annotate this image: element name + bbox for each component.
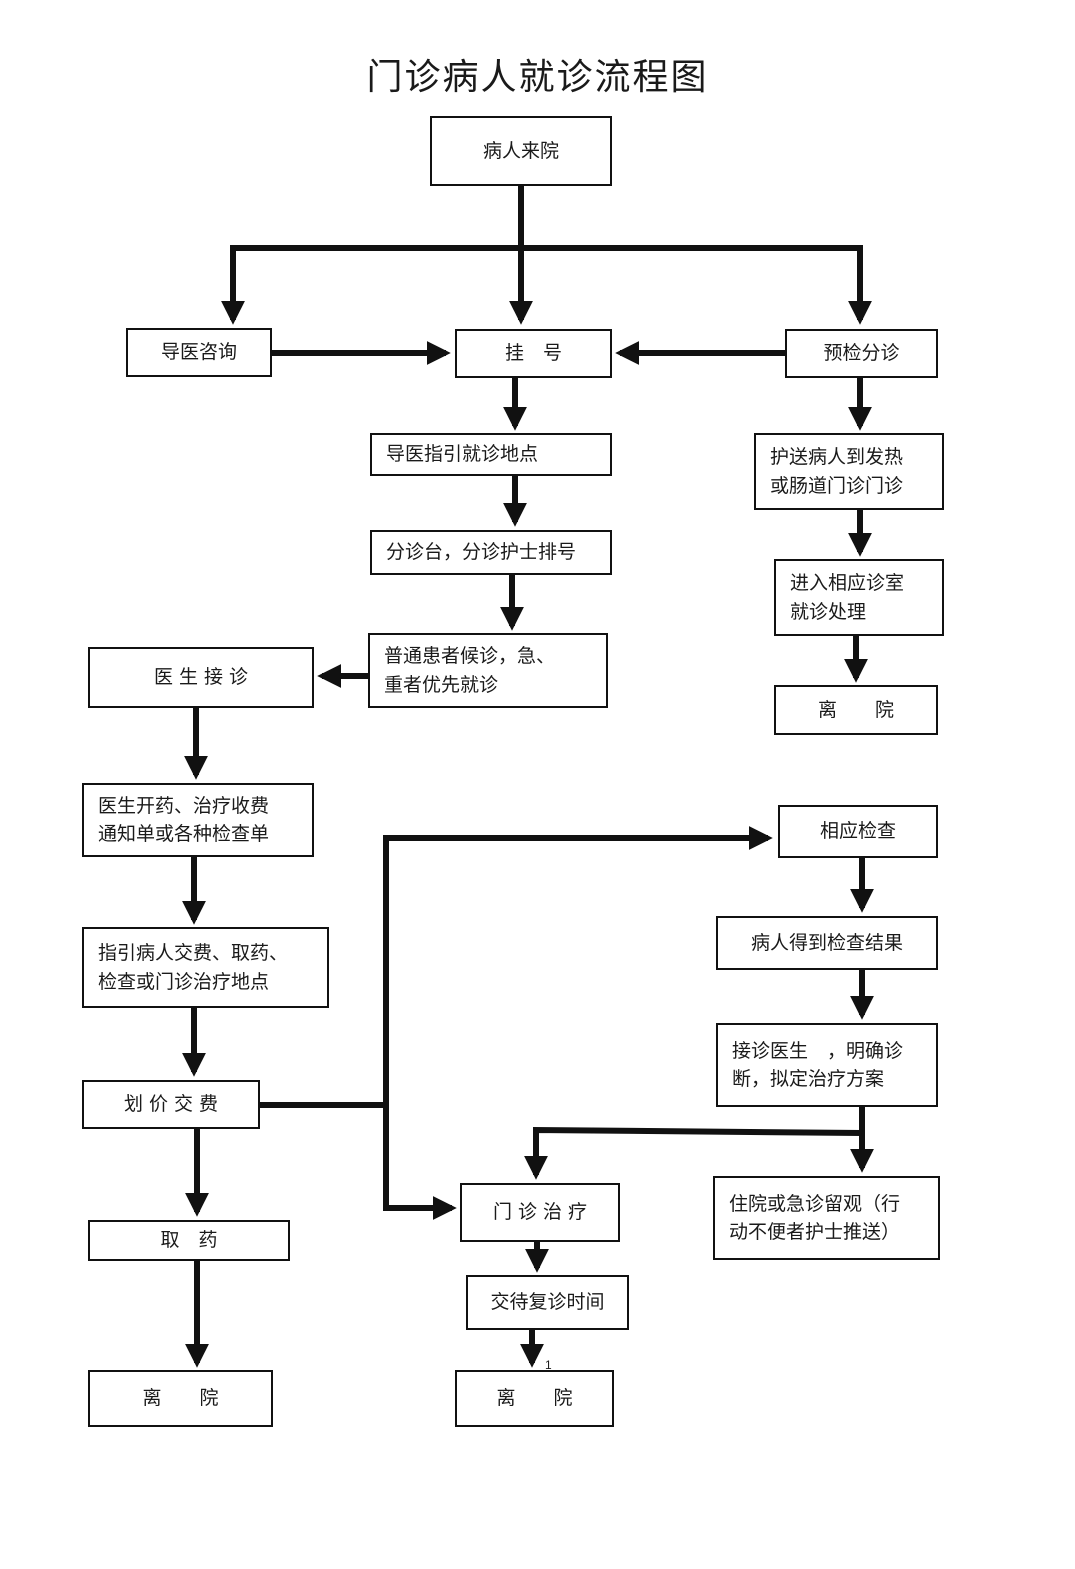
node-enter-room: 进入相应诊室 就诊处理 xyxy=(774,559,944,636)
node-outpatient-treatment: 门 诊 治 疗 xyxy=(460,1183,620,1242)
node-leave-right: 离 院 xyxy=(774,685,938,735)
arrow-arrive-triage xyxy=(521,245,872,325)
node-escort-fever: 护送病人到发热 或肠道门诊门诊 xyxy=(754,433,944,510)
node-waiting: 普通患者候诊，急、 重者优先就诊 xyxy=(368,633,608,708)
node-guide-location: 导医指引就诊地点 xyxy=(370,433,612,476)
node-exam-result: 病人得到检查结果 xyxy=(716,916,938,970)
arrow-arrive-guide xyxy=(221,245,521,325)
node-prescribe: 医生开药、治疗收费 通知单或各种检查单 xyxy=(82,783,314,857)
node-guide-consult: 导医咨询 xyxy=(126,328,272,377)
node-triage-desk: 分诊台，分诊护士排号 xyxy=(370,530,612,575)
node-hospitalize: 住院或急诊留观（行 动不便者护士推送） xyxy=(713,1176,940,1260)
node-get-medicine: 取 药 xyxy=(88,1220,290,1261)
node-register: 挂 号 xyxy=(455,329,612,378)
page-title: 门诊病人就诊流程图 xyxy=(366,57,709,98)
node-doctor-receive: 医 生 接 诊 xyxy=(88,647,314,708)
arrow-pay-exam xyxy=(383,826,773,1105)
node-pay: 划 价 交 费 xyxy=(82,1080,260,1129)
node-leave-left: 离 院 xyxy=(88,1370,273,1427)
node-leave-middle: 离 院 xyxy=(455,1370,614,1427)
page-number: 1 xyxy=(545,1358,552,1372)
node-guide-pay: 指引病人交费、取药、 检查或门诊治疗地点 xyxy=(82,927,329,1008)
node-exam: 相应检查 xyxy=(778,805,938,858)
node-pre-triage: 预检分诊 xyxy=(785,329,938,378)
node-patient-arrive: 病人来院 xyxy=(430,116,612,186)
arrow-diagnose-treat xyxy=(524,1126,863,1180)
node-diagnose: 接诊医生 ，明确诊 断，拟定治疗方案 xyxy=(716,1023,938,1107)
node-followup-time: 交待复诊时间 xyxy=(466,1275,629,1330)
arrow-pay-treat xyxy=(383,1105,457,1220)
